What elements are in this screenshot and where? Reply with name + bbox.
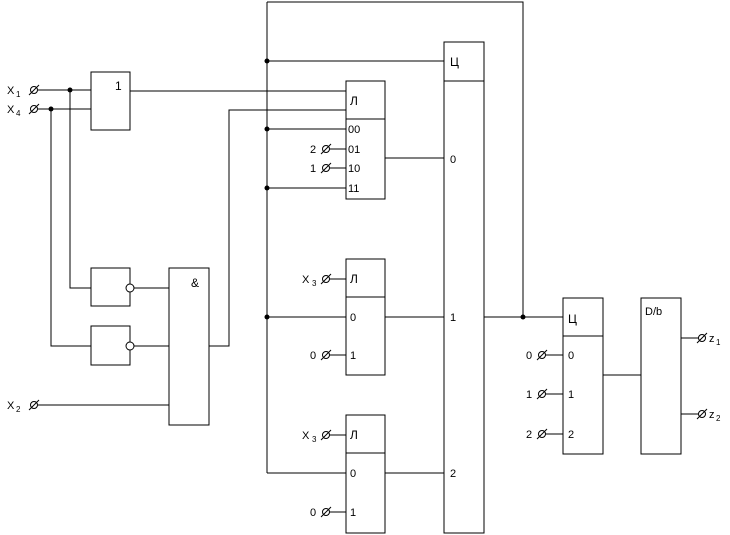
output-terminals: z 1 z 2 xyxy=(696,332,721,423)
terminal-x1: X 1 xyxy=(7,84,40,99)
const-mux3-1: 0 xyxy=(310,506,332,519)
x3b-sub: 3 xyxy=(312,435,317,444)
mux-2-addr-1: 1 xyxy=(350,350,356,362)
terminal-x4: X 4 xyxy=(7,103,40,118)
or-gate-label: 1 xyxy=(115,79,122,93)
counter-main-addr-1: 1 xyxy=(450,312,456,324)
const-mux1-10: 1 xyxy=(310,162,332,175)
constant-terminals: 2 1 0 0 0 1 2 xyxy=(310,143,548,519)
const-label: 0 xyxy=(310,350,316,362)
mux-3: Л 0 1 xyxy=(345,414,386,534)
const-label: 2 xyxy=(526,429,532,441)
junction-bus-mux2 xyxy=(264,314,270,320)
x3a-sub: 3 xyxy=(312,279,317,288)
mux-3-addr-1: 1 xyxy=(350,507,356,519)
const-label: 0 xyxy=(310,507,316,519)
z2-label: z xyxy=(709,409,715,421)
decoder-label: D/b xyxy=(645,306,662,318)
junction-dots xyxy=(48,58,526,320)
inversion-bubble xyxy=(125,283,135,293)
counter-right-label: Ц xyxy=(568,312,577,326)
junction-bus-00 xyxy=(264,126,270,132)
counter-right-addr-1: 1 xyxy=(568,389,574,401)
terminal-x2: X 2 xyxy=(7,399,40,414)
junction-bus-c xyxy=(264,58,270,64)
x1-sub: 1 xyxy=(16,90,21,99)
or-gate: 1 xyxy=(90,71,131,131)
mux-1-addr-11: 11 xyxy=(348,183,359,195)
x4-sub: 4 xyxy=(16,109,21,118)
const-label: 1 xyxy=(526,389,532,401)
mux-2: Л 0 1 xyxy=(345,258,386,376)
wires xyxy=(38,1,699,513)
counter-main-addr-2: 2 xyxy=(450,468,456,480)
junction-x4 xyxy=(48,106,54,112)
mux-1-addr-01: 01 xyxy=(348,144,360,156)
const-label: 0 xyxy=(526,350,532,362)
counter-main-label: Ц xyxy=(450,55,459,69)
z1-sub: 1 xyxy=(716,338,721,347)
inversion-bubble xyxy=(125,341,135,351)
z1-label: z xyxy=(709,333,715,345)
const-cr-2: 2 xyxy=(526,428,548,441)
decoder: D/b xyxy=(640,297,682,455)
x1-label: X xyxy=(7,85,15,97)
mux-1-label: Л xyxy=(350,94,358,108)
mux-2-label: Л xyxy=(350,272,358,286)
and-gate: & xyxy=(168,267,210,426)
input-terminals: X 1 X 4 X 2 X 3 X 3 xyxy=(7,84,332,444)
counter-main: Ц 0 1 2 xyxy=(443,41,485,534)
counter-right: Ц 0 1 2 xyxy=(562,297,604,455)
const-cr-0: 0 xyxy=(526,349,548,362)
mux-1-addr-10: 10 xyxy=(348,163,360,175)
counter-right-addr-2: 2 xyxy=(568,429,574,441)
mux-1: Л 00 01 10 11 xyxy=(345,80,386,200)
const-mux1-01: 2 xyxy=(310,143,332,156)
counter-main-addr-0: 0 xyxy=(450,154,456,166)
inverter-2 xyxy=(90,325,135,366)
junction-x1 xyxy=(67,87,73,93)
x2-label: X xyxy=(7,400,15,412)
const-label: 1 xyxy=(310,163,316,175)
mux-3-addr-0: 0 xyxy=(350,468,356,480)
terminal-z2: z 2 xyxy=(696,408,721,423)
const-mux2-1: 0 xyxy=(310,349,332,362)
x3b-label: X xyxy=(302,430,310,442)
junction-bus-11 xyxy=(264,185,270,191)
const-cr-1: 1 xyxy=(526,388,548,401)
mux-2-addr-0: 0 xyxy=(350,312,356,324)
const-label: 2 xyxy=(310,144,316,156)
terminal-z1: z 1 xyxy=(696,332,721,347)
x4-label: X xyxy=(7,104,15,116)
terminal-x3-mux3: X 3 xyxy=(302,429,332,444)
mux-1-addr-00: 00 xyxy=(348,124,360,136)
x2-sub: 2 xyxy=(16,405,21,414)
junction-feedback xyxy=(520,314,526,320)
x3a-label: X xyxy=(302,274,310,286)
inverter-1 xyxy=(90,267,135,307)
counter-right-addr-0: 0 xyxy=(568,350,574,362)
and-gate-label: & xyxy=(191,276,199,290)
terminal-x3-mux2: X 3 xyxy=(302,273,332,288)
mux-3-label: Л xyxy=(350,428,358,442)
z2-sub: 2 xyxy=(716,414,721,423)
